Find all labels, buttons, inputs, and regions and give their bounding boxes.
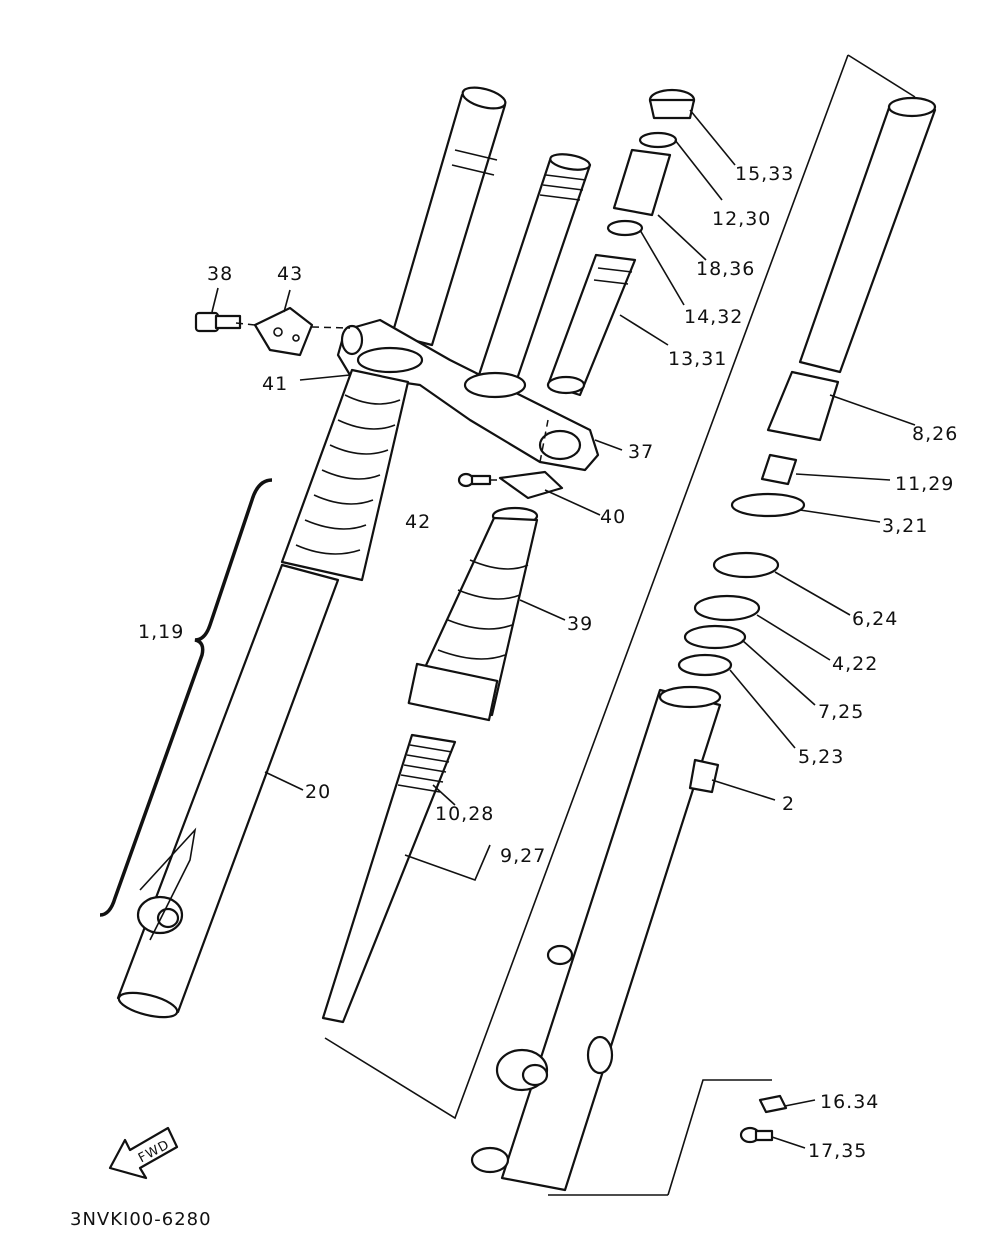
callout-10-28: 10,28 — [435, 803, 494, 825]
under-bracket — [336, 318, 600, 472]
assembly-lines — [324, 54, 916, 1196]
callout-39: 39 — [567, 613, 593, 635]
callout-41: 41 — [262, 373, 288, 395]
callout-38: 38 — [207, 263, 233, 285]
callout-15-33: 15,33 — [735, 163, 794, 185]
screw-42 — [457, 472, 492, 488]
leader-lines — [211, 109, 916, 1149]
right-outer-tube — [470, 685, 722, 1192]
damper-rod — [321, 733, 457, 1024]
outer-tube-brace — [99, 478, 273, 917]
callout-17-35: 17,35 — [808, 1140, 867, 1162]
callout-7-25: 7,25 — [818, 701, 864, 723]
callout-4-22: 4,22 — [832, 653, 878, 675]
callout-12-30: 12,30 — [712, 208, 771, 230]
callout-9-27: 9,27 — [500, 845, 546, 867]
fwd-arrow-icon: FWD — [108, 1126, 179, 1180]
callout-11-29: 11,29 — [895, 473, 954, 495]
left-fork-boot — [280, 368, 410, 582]
callout-42: 42 — [405, 511, 431, 533]
callout-3-21: 3,21 — [882, 515, 928, 537]
right-inner-tube — [730, 96, 937, 518]
clamp-plate-43 — [253, 306, 314, 357]
callout-43: 43 — [277, 263, 303, 285]
oil-seals — [677, 551, 780, 677]
bolt-38 — [194, 311, 242, 333]
callout-5-23: 5,23 — [798, 746, 844, 768]
callout-14-32: 14,32 — [684, 306, 743, 328]
washer-16 — [758, 1094, 788, 1114]
callout-40: 40 — [600, 506, 626, 528]
callout-8-26: 8,26 — [912, 423, 958, 445]
callout-2: 2 — [782, 793, 795, 815]
top-cap-and-spring — [546, 88, 696, 397]
callout-16-34: 16.34 — [820, 1091, 879, 1113]
left-inner-tube — [390, 86, 507, 347]
callout-20: 20 — [305, 781, 331, 803]
callout-13-31: 13,31 — [668, 348, 727, 370]
callout-37: 37 — [628, 441, 654, 463]
diagram-code: 3NVKI00-6280 — [70, 1209, 212, 1230]
callout-1-19: 1,19 — [138, 621, 184, 643]
right-fork-boot — [407, 506, 539, 722]
screw-17 — [739, 1126, 774, 1144]
callout-18-36: 18,36 — [696, 258, 755, 280]
left-outer-tube — [116, 563, 340, 1019]
alignment-lines — [235, 322, 549, 481]
callout-6-24: 6,24 — [852, 608, 898, 630]
